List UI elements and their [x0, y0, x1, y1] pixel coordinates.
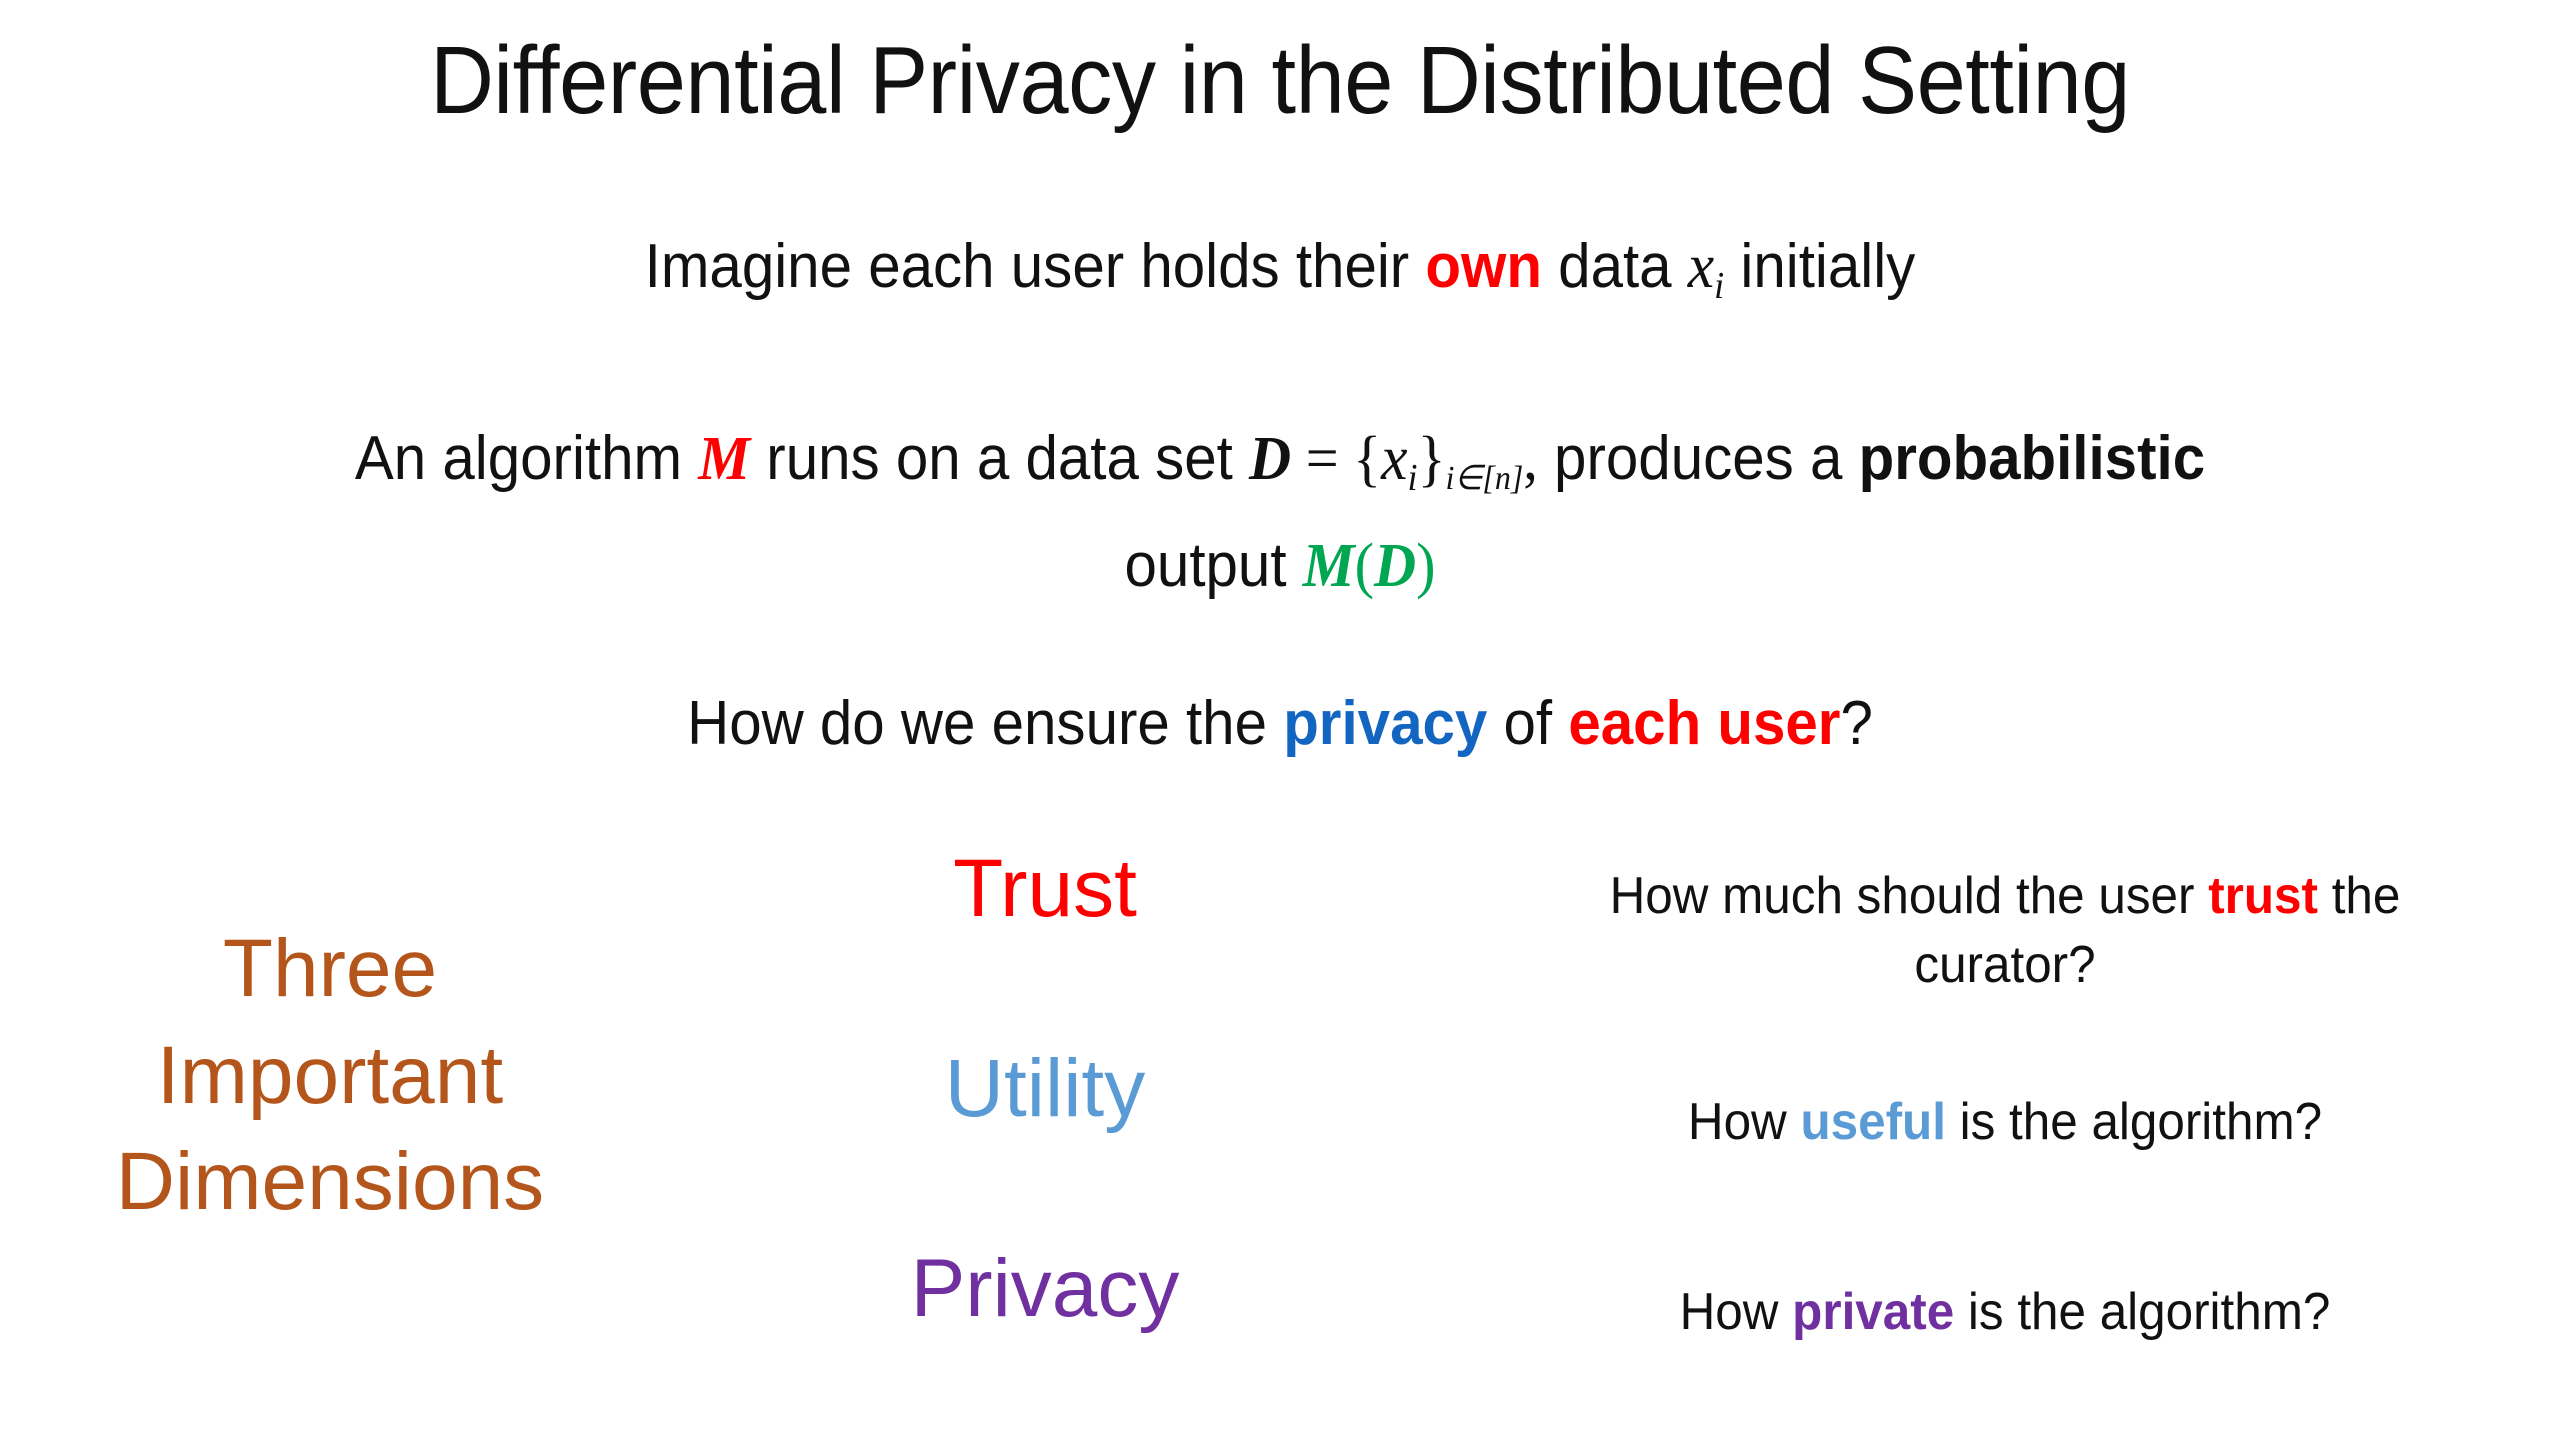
dims-label-line-1: Three: [222, 923, 438, 1014]
imagine-text-part2: data: [1541, 232, 1688, 301]
math-M-algorithm: M: [698, 425, 751, 493]
math-paren-close: ): [1416, 532, 1436, 600]
howensure-text-part2: of: [1487, 689, 1569, 758]
math-D-output: D: [1373, 532, 1417, 600]
howensure-text-part3: ?: [1840, 689, 1873, 758]
dimension-name-privacy: Privacy: [910, 1243, 1180, 1334]
math-comma: ,: [1523, 425, 1538, 493]
body-line-algorithm: An algorithm M runs on a data set D = {x…: [190, 418, 2371, 503]
dimension-name-trust: Trust: [953, 843, 1137, 934]
dims-label-line-2: Important: [156, 1029, 504, 1121]
math-equals-sign: =: [1305, 425, 1339, 493]
math-set-index-range: i∈[n]: [1445, 460, 1524, 498]
imagine-text-part1: Imagine each user holds their: [644, 232, 1426, 301]
dimension-desc-utility: How useful is the algorithm?: [1516, 1088, 2495, 1157]
algorithm-text-part1: An algorithm: [354, 424, 699, 493]
howensure-text-part1: How do we ensure the: [687, 689, 1284, 758]
algorithm-text-part3: produces a: [1537, 424, 1859, 493]
body-line-output: output M(D): [77, 526, 2483, 606]
desc-privacy-emphasis: private: [1792, 1283, 1955, 1341]
desc-privacy-part1: How: [1679, 1283, 1793, 1341]
howensure-emphasis-each-user: each user: [1568, 689, 1841, 758]
desc-utility-part2: is the algorithm?: [1945, 1093, 2323, 1151]
desc-privacy-part2: is the algorithm?: [1954, 1283, 2331, 1341]
math-brace-open: {: [1353, 425, 1382, 493]
dimension-desc-privacy: How private is the algorithm?: [1516, 1278, 2495, 1347]
desc-trust-part1: How much should the user: [1609, 867, 2209, 925]
math-M-output: M: [1302, 532, 1355, 600]
slide-title: Differential Privacy in the Distributed …: [430, 27, 2130, 134]
math-x-variable-set: x: [1381, 423, 1408, 493]
math-brace-close: }: [1417, 425, 1446, 493]
dimension-name-utility: Utility: [944, 1043, 1146, 1134]
math-D-dataset: D: [1249, 425, 1292, 493]
math-x-variable: x: [1687, 231, 1715, 301]
dims-label-line-3: Dimensions: [115, 1136, 545, 1228]
body-line-how-ensure-privacy: How do we ensure the privacy of each use…: [77, 684, 2483, 763]
desc-trust-part2: the curator?: [1914, 867, 2401, 994]
desc-trust-emphasis: trust: [2208, 867, 2318, 925]
algorithm-text-part2: runs on a data set: [750, 424, 1250, 493]
algorithm-emphasis-probabilistic: probabilistic: [1858, 424, 2206, 493]
howensure-emphasis-privacy: privacy: [1283, 689, 1488, 758]
math-paren-open: (: [1354, 532, 1374, 600]
body-line-imagine: Imagine each user holds their own data x…: [77, 226, 2483, 311]
imagine-emphasis-own: own: [1425, 232, 1542, 301]
three-important-dimensions-label: Three Important Dimensions: [20, 916, 640, 1236]
math-x-subscript-set: i: [1407, 456, 1418, 499]
dimension-desc-trust: How much should the user trust the curat…: [1516, 862, 2495, 999]
imagine-text-part3: initially: [1724, 232, 1916, 301]
output-text-part1: output: [1124, 531, 1303, 600]
math-x-subscript: i: [1714, 264, 1725, 307]
desc-utility-emphasis: useful: [1800, 1093, 1946, 1151]
desc-utility-part1: How: [1687, 1093, 1801, 1151]
